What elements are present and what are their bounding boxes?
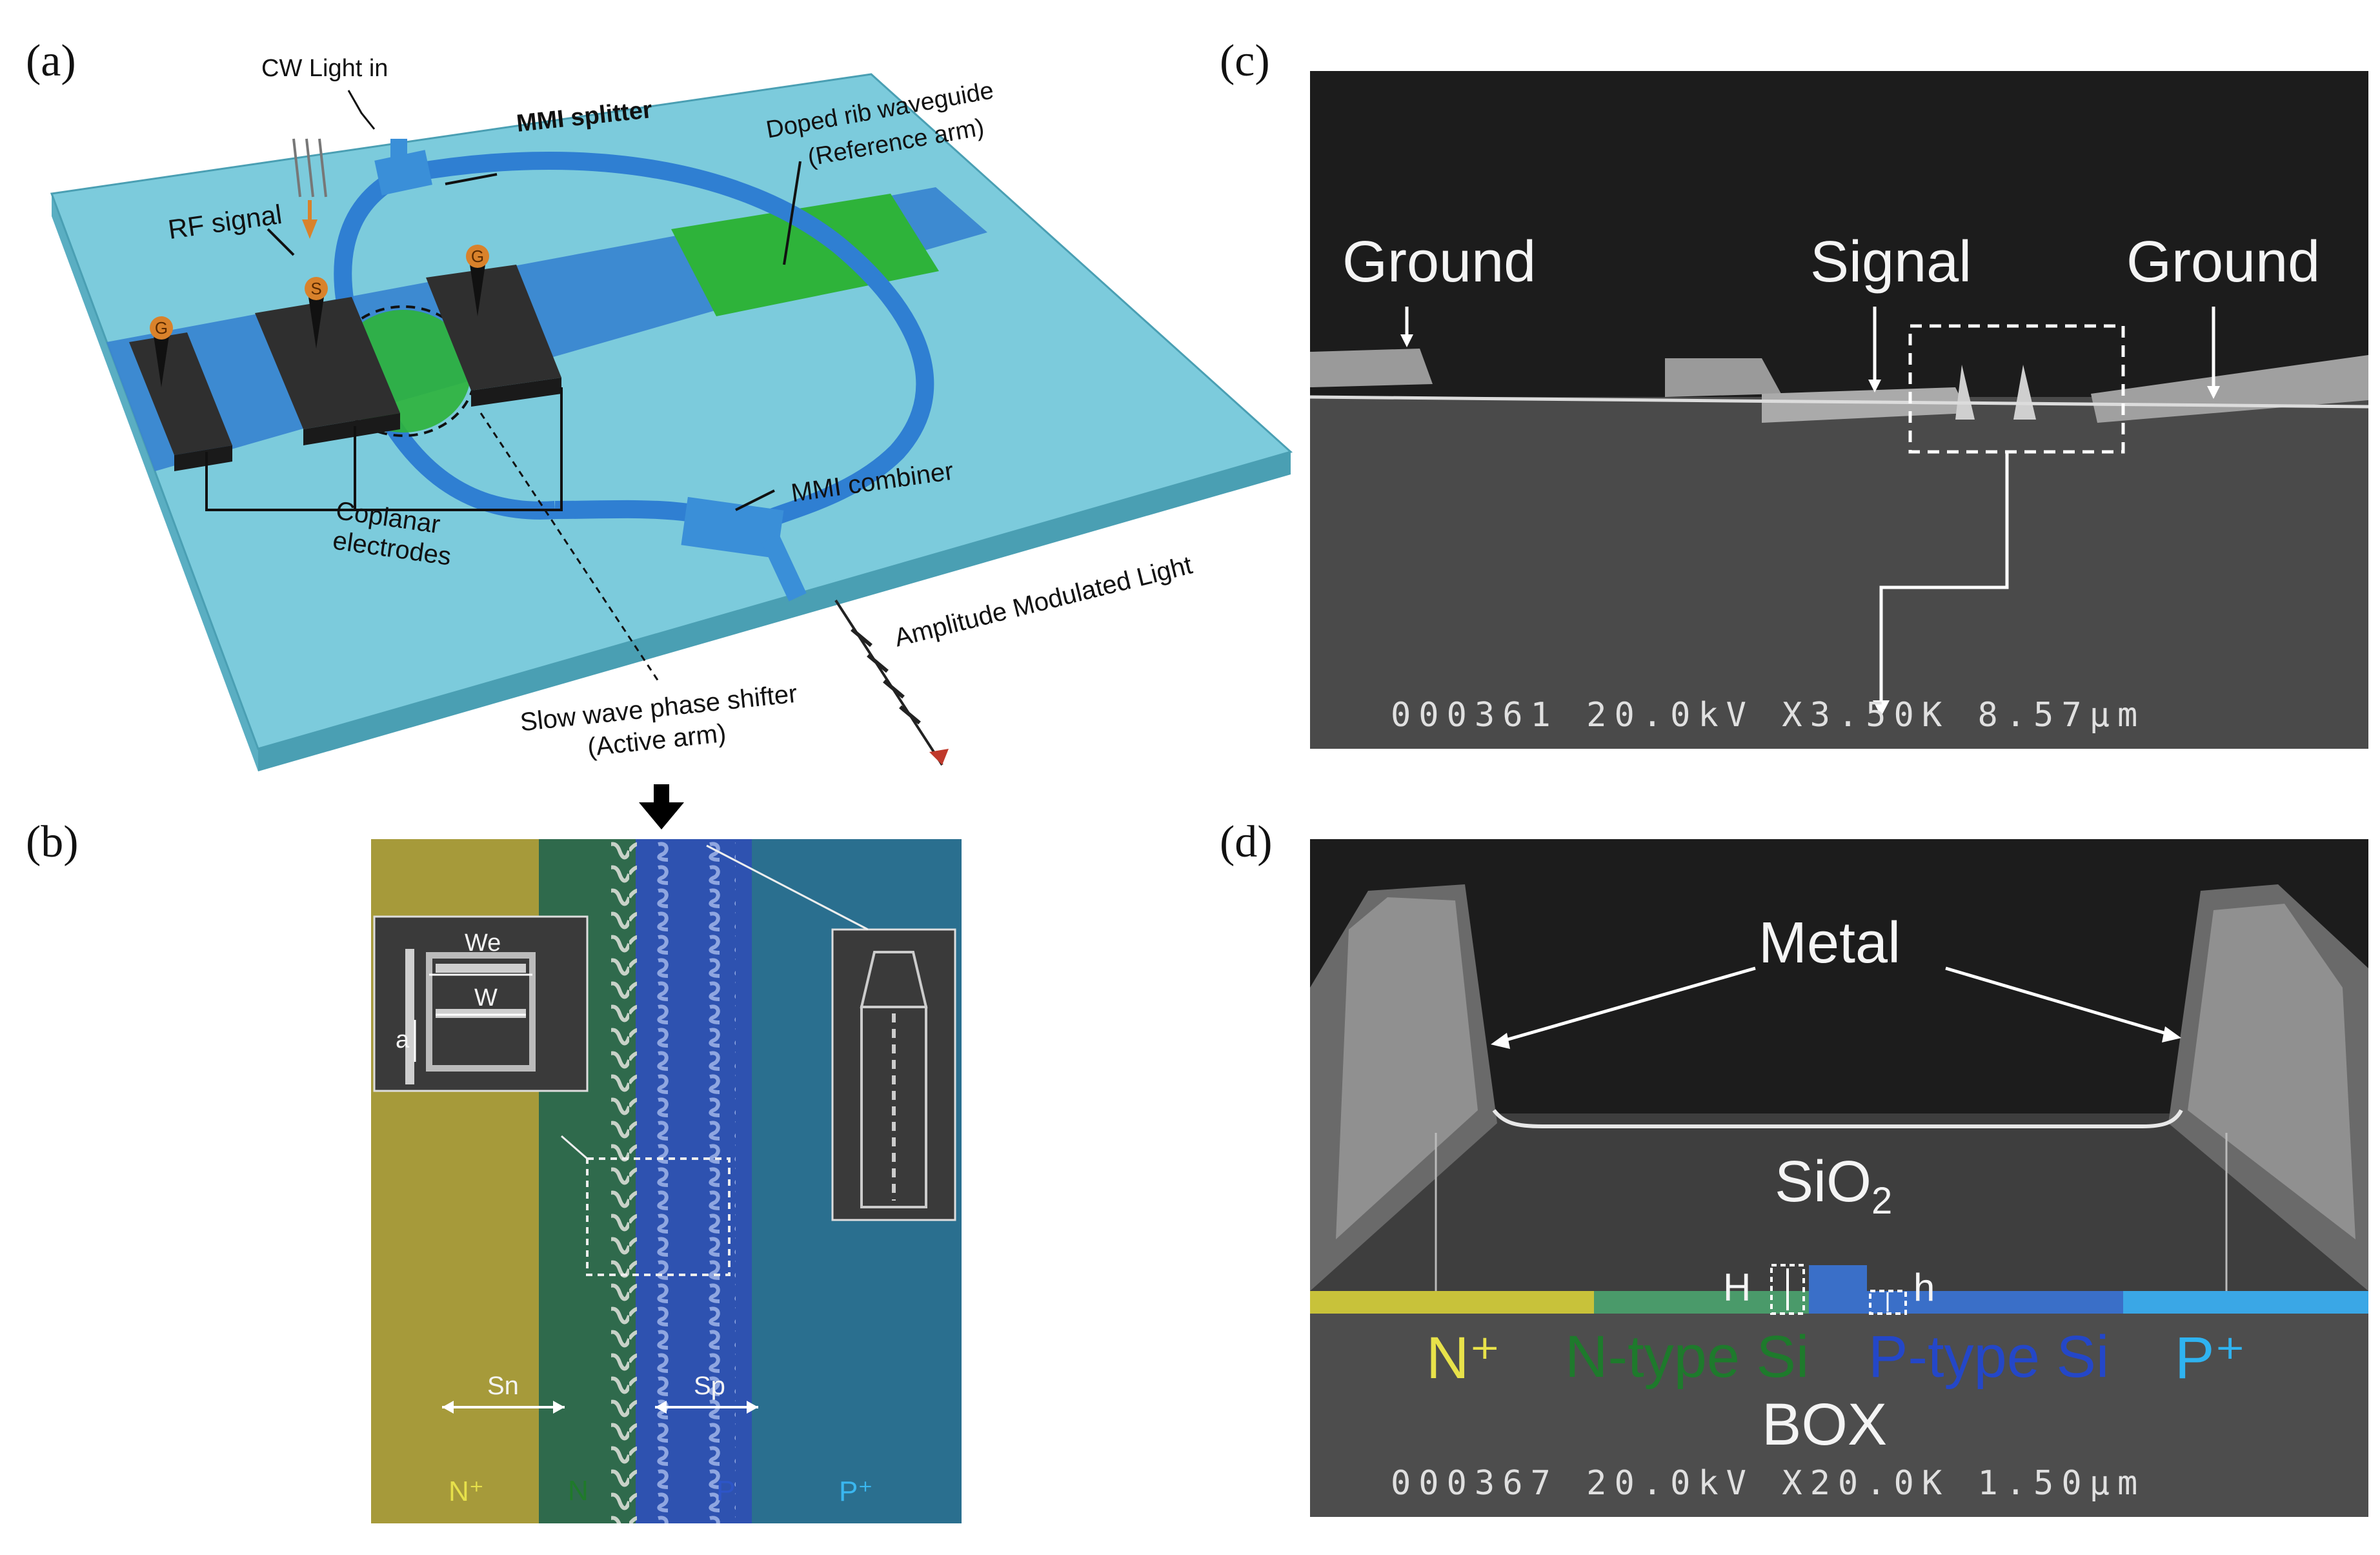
rf-arrow-3 [318,138,327,198]
electrode-letter-1: S [310,279,321,298]
output-waveguide [761,534,807,602]
label-height-h-big: H [1723,1266,1751,1309]
rf-arrow-head [302,219,318,239]
cw-light-pointer [347,90,376,130]
probe-center-tip [305,277,328,300]
mmi-combiner-pointer [735,489,775,511]
modulated-tick-1 [851,627,872,647]
label-region-n-plus: N⁺ [449,1476,484,1507]
substrate-top [50,73,1293,750]
electrode-right-side [471,378,561,407]
label-sio2-main: SiO [1775,1150,1872,1214]
label-a: a [396,1026,410,1053]
electrode-center [255,297,400,429]
substrate-side-right [258,452,1291,771]
label-height-h-small: h [1913,1266,1935,1309]
rf-signal-pointer [267,228,295,256]
label-metal: Metal [1759,911,1901,975]
panel-a-letter: (a) [26,36,76,86]
slow-wave-pointer [479,412,660,682]
sem-cross-section-c: Ground Signal Ground 000361 20.0kV X3.50… [1310,71,2368,749]
sem-top-view: We W a Sn Sp N⁺ N P P⁺ [371,839,962,1523]
label-sio2-sub: 2 [1871,1180,1893,1222]
label-sio2: SiO2 [1775,1149,1892,1223]
slow-wave-corrugation [373,839,956,1523]
modulated-tick-4 [899,705,921,725]
waveguide-reference-arm [401,151,934,537]
modulated-tick-2 [867,653,889,673]
probe-center [308,297,324,349]
coplanar-wire [205,387,563,511]
modulator-3d-schematic: G S G [50,73,1293,771]
electrode-center-side [303,413,400,445]
mmi-combiner-shape [681,496,784,559]
probe-right-tip [466,245,489,268]
sem-c-info-bar: 000361 20.0kV X3.50K 8.57µm [1391,696,2146,735]
label-region-p-plus: P⁺ [839,1476,873,1507]
panel-d: (d) [1207,800,2380,1555]
mmi-splitter-shape [374,150,432,196]
modulated-tick-3 [883,679,905,699]
panel-a: (a) [0,0,1323,800]
panel-b: (b) [0,800,1323,1555]
electrode-right [426,265,561,391]
sem-cross-section-d: Metal SiO2 H h N⁺ N-type Si P-type Si P⁺… [1310,839,2368,1517]
probe-left-tip [150,316,173,340]
label-n-plus-region: N⁺ [1426,1325,1500,1391]
panel-c: (c) Ground Signal [1207,0,2380,800]
reference-arm-doped-region [671,194,939,316]
label-signal: Signal [1810,230,1972,294]
panel-d-letter: (d) [1220,817,1273,867]
sem-d-info-bar: 000367 20.0kV X20.0K 1.50µm [1391,1464,2146,1503]
label-box: BOX [1762,1392,1888,1458]
label-we: We [465,930,501,957]
label-sp: Sp [694,1372,725,1400]
probe-right [470,265,485,316]
label-cw-light-in: CW Light in [261,55,388,82]
electrode-letter-2: G [471,247,484,266]
modulated-output-arrowhead [929,749,949,765]
down-arrow-a-to-b [639,784,684,829]
electrode-left [129,332,232,455]
sem-d-structure [1310,884,2368,1517]
label-region-n: N [568,1475,589,1507]
label-w: W [474,984,498,1011]
substrate-side [52,194,258,771]
electrode-left-side [174,445,232,471]
label-ground-left: Ground [1342,230,1537,294]
label-sn: Sn [487,1372,519,1400]
label-region-p: P [716,1475,736,1507]
probe-left [154,336,169,387]
mmi-splitter-pointer [445,173,498,185]
label-p-plus-region: P⁺ [2175,1325,2246,1391]
rf-arrow-2 [305,138,314,198]
input-waveguide [390,139,407,165]
label-p-type-si: P-type Si [1868,1324,2110,1390]
electrode-letter-0: G [155,318,168,338]
sem-c-structure [1310,307,2368,749]
doped-rib-pointer [783,161,802,265]
rf-arrow-1 [292,138,301,198]
label-ground-right: Ground [2126,230,2321,294]
panel-c-letter: (c) [1220,36,1270,86]
panel-b-letter: (b) [26,817,79,867]
label-n-type-si: N-type Si [1565,1324,1810,1390]
